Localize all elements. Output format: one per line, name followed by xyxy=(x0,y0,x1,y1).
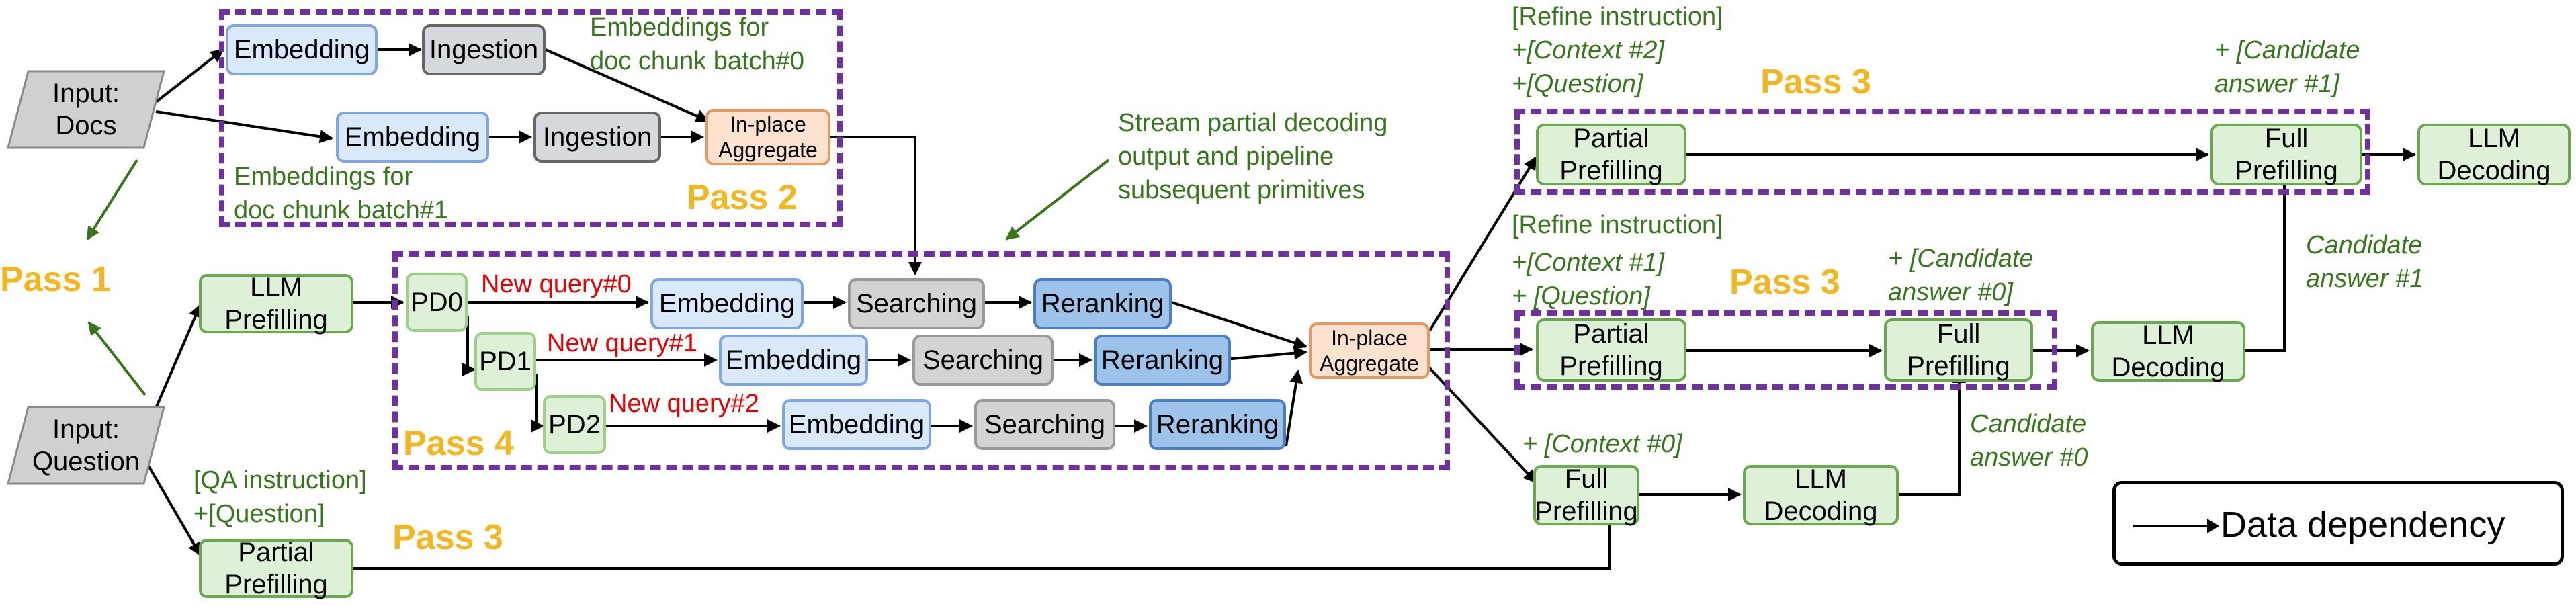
qa-instruction-note: [QA instruction] +[Question] xyxy=(194,466,367,528)
legend-label: Data dependency xyxy=(2221,505,2505,545)
pass4-label: Pass 4 xyxy=(403,424,514,463)
pass4-inplace-aggregate-label: In-place Aggregate xyxy=(1320,326,1419,376)
input-docs: Input: Docs xyxy=(7,70,165,149)
stream-partial-decoding-note: Stream partial decoding output and pipel… xyxy=(1118,109,1388,204)
pass4-searching-row1: Searching xyxy=(912,335,1054,386)
pass4-embedding-row1: Embedding xyxy=(719,335,868,386)
input-question-label: Input: Question xyxy=(32,415,140,476)
pd1-label: PD1 xyxy=(479,347,531,376)
top-refine-instruction: [Refine instruction] xyxy=(1512,3,1723,31)
middle-context-question: +[Context #1] + [Question] xyxy=(1512,249,1665,310)
pass4-embedding-row0-label: Embedding xyxy=(658,289,796,318)
pass4-searching-row2-label: Searching xyxy=(984,410,1106,439)
middle-partial-prefilling-label: Partial Prefilling xyxy=(1559,319,1663,381)
middle-candidate-answer-note: + [Candidate answer #0] xyxy=(1888,245,2034,306)
legend: Data dependency xyxy=(2112,481,2564,566)
pd2-label: PD2 xyxy=(548,410,601,439)
middle-llm-decoding-label: LLM Decoding xyxy=(2111,320,2225,382)
input-question: Input: Question xyxy=(7,406,165,485)
pass2-embedding-batch0: Embedding xyxy=(226,24,378,75)
pass4-embedding-row1-label: Embedding xyxy=(725,345,862,375)
pass2-inplace-aggregate: In-place Aggregate xyxy=(705,109,830,165)
pass2-embedding-batch1-label: Embedding xyxy=(344,122,481,152)
top-llm-decoding-label: LLM Decoding xyxy=(2437,124,2551,185)
bottom-partial-prefilling-label: Partial Prefilling xyxy=(224,537,328,599)
middle-full-prefilling-label: Full Prefilling xyxy=(1907,319,2010,381)
pass2-embedding-batch0-label: Embedding xyxy=(233,35,370,64)
pass3-label-top: Pass 3 xyxy=(1760,62,1871,101)
top-candidate-answer-note: + [Candidate answer #1] xyxy=(2215,36,2360,98)
pass2-inplace-aggregate-label: In-place Aggregate xyxy=(718,112,818,162)
top-llm-decoding: LLM Decoding xyxy=(2417,124,2571,185)
llm-prefilling-label: LLM Prefilling xyxy=(224,273,328,335)
pass4-searching-row0: Searching xyxy=(848,278,985,329)
pass2-ingestion-batch0-label: Ingestion xyxy=(429,35,539,64)
input-docs-label: Input: Docs xyxy=(52,79,120,140)
new-query-2: New query#2 xyxy=(609,390,759,418)
top-context-question: +[Context #2] +[Question] xyxy=(1512,36,1665,98)
candidate-answer-1-note: Candidate answer #1 xyxy=(2306,231,2424,293)
pass4-embedding-row2: Embedding xyxy=(782,399,931,450)
pass2-ingestion-batch1-label: Ingestion xyxy=(542,122,652,152)
pass3-label-bottom: Pass 3 xyxy=(392,518,503,557)
pass2-note-batch1: Embeddings for doc chunk batch#1 xyxy=(234,163,449,224)
pass2-box xyxy=(219,9,843,227)
pass2-embedding-batch1: Embedding xyxy=(336,112,489,163)
context0-llm-decoding: LLM Decoding xyxy=(1743,464,1899,526)
pd2: PD2 xyxy=(543,395,606,454)
middle-refine-instruction: [Refine instruction] xyxy=(1512,211,1723,239)
legend-arrow-icon xyxy=(2133,519,2219,533)
context0-full-prefilling-label: Full Prefilling xyxy=(1535,464,1638,526)
new-query-0: New query#0 xyxy=(481,270,632,298)
pass2-label: Pass 2 xyxy=(687,178,798,217)
input-question-shape xyxy=(7,406,165,485)
pass3-top-box xyxy=(1514,109,2370,195)
middle-llm-decoding: LLM Decoding xyxy=(2091,320,2245,382)
middle-full-prefilling: Full Prefilling xyxy=(1884,318,2033,382)
pass4-searching-row2: Searching xyxy=(974,399,1115,450)
context0-full-prefilling: Full Prefilling xyxy=(1533,464,1639,526)
pass2-note-batch0: Embeddings for doc chunk batch#0 xyxy=(590,13,805,75)
pass4-reranking-row1: Reranking xyxy=(1094,335,1231,386)
top-full-prefilling-label: Full Prefilling xyxy=(2235,124,2338,185)
pass3-middle-box xyxy=(1514,310,2057,390)
top-partial-prefilling: Partial Prefilling xyxy=(1536,124,1686,185)
pass2-ingestion-batch0: Ingestion xyxy=(422,24,546,75)
pass4-inplace-aggregate: In-place Aggregate xyxy=(1309,322,1430,379)
pd0-label: PD0 xyxy=(411,288,463,317)
pass2-ingestion-batch1: Ingestion xyxy=(533,112,661,163)
pass1-label: Pass 1 xyxy=(0,260,111,299)
context0-note: + [Context #0] xyxy=(1522,430,1682,458)
input-docs-shape xyxy=(7,70,165,149)
bottom-partial-prefilling: Partial Prefilling xyxy=(199,537,353,599)
top-full-prefilling: Full Prefilling xyxy=(2210,124,2362,185)
pass4-reranking-row2: Reranking xyxy=(1149,399,1286,450)
context0-llm-decoding-label: LLM Decoding xyxy=(1764,464,1878,526)
pass4-searching-row1-label: Searching xyxy=(922,345,1044,375)
pass4-searching-row0-label: Searching xyxy=(855,289,978,318)
pass4-reranking-row0-label: Reranking xyxy=(1041,289,1164,318)
pass4-reranking-row0: Reranking xyxy=(1033,278,1172,329)
pass4-embedding-row0: Embedding xyxy=(650,278,804,329)
llm-prefilling: LLM Prefilling xyxy=(199,273,353,335)
pass4-embedding-row2-label: Embedding xyxy=(788,410,925,439)
middle-partial-prefilling: Partial Prefilling xyxy=(1536,318,1686,382)
pass4-box xyxy=(392,251,1450,470)
pass3-label-middle: Pass 3 xyxy=(1729,263,1840,302)
new-query-1: New query#1 xyxy=(547,329,697,357)
pd1: PD1 xyxy=(474,332,536,391)
pd0: PD0 xyxy=(406,273,468,332)
top-partial-prefilling-label: Partial Prefilling xyxy=(1559,124,1663,185)
candidate-answer-0-note: Candidate answer #0 xyxy=(1970,410,2088,472)
pass4-reranking-row1-label: Reranking xyxy=(1101,345,1224,375)
pass4-reranking-row2-label: Reranking xyxy=(1156,410,1279,439)
